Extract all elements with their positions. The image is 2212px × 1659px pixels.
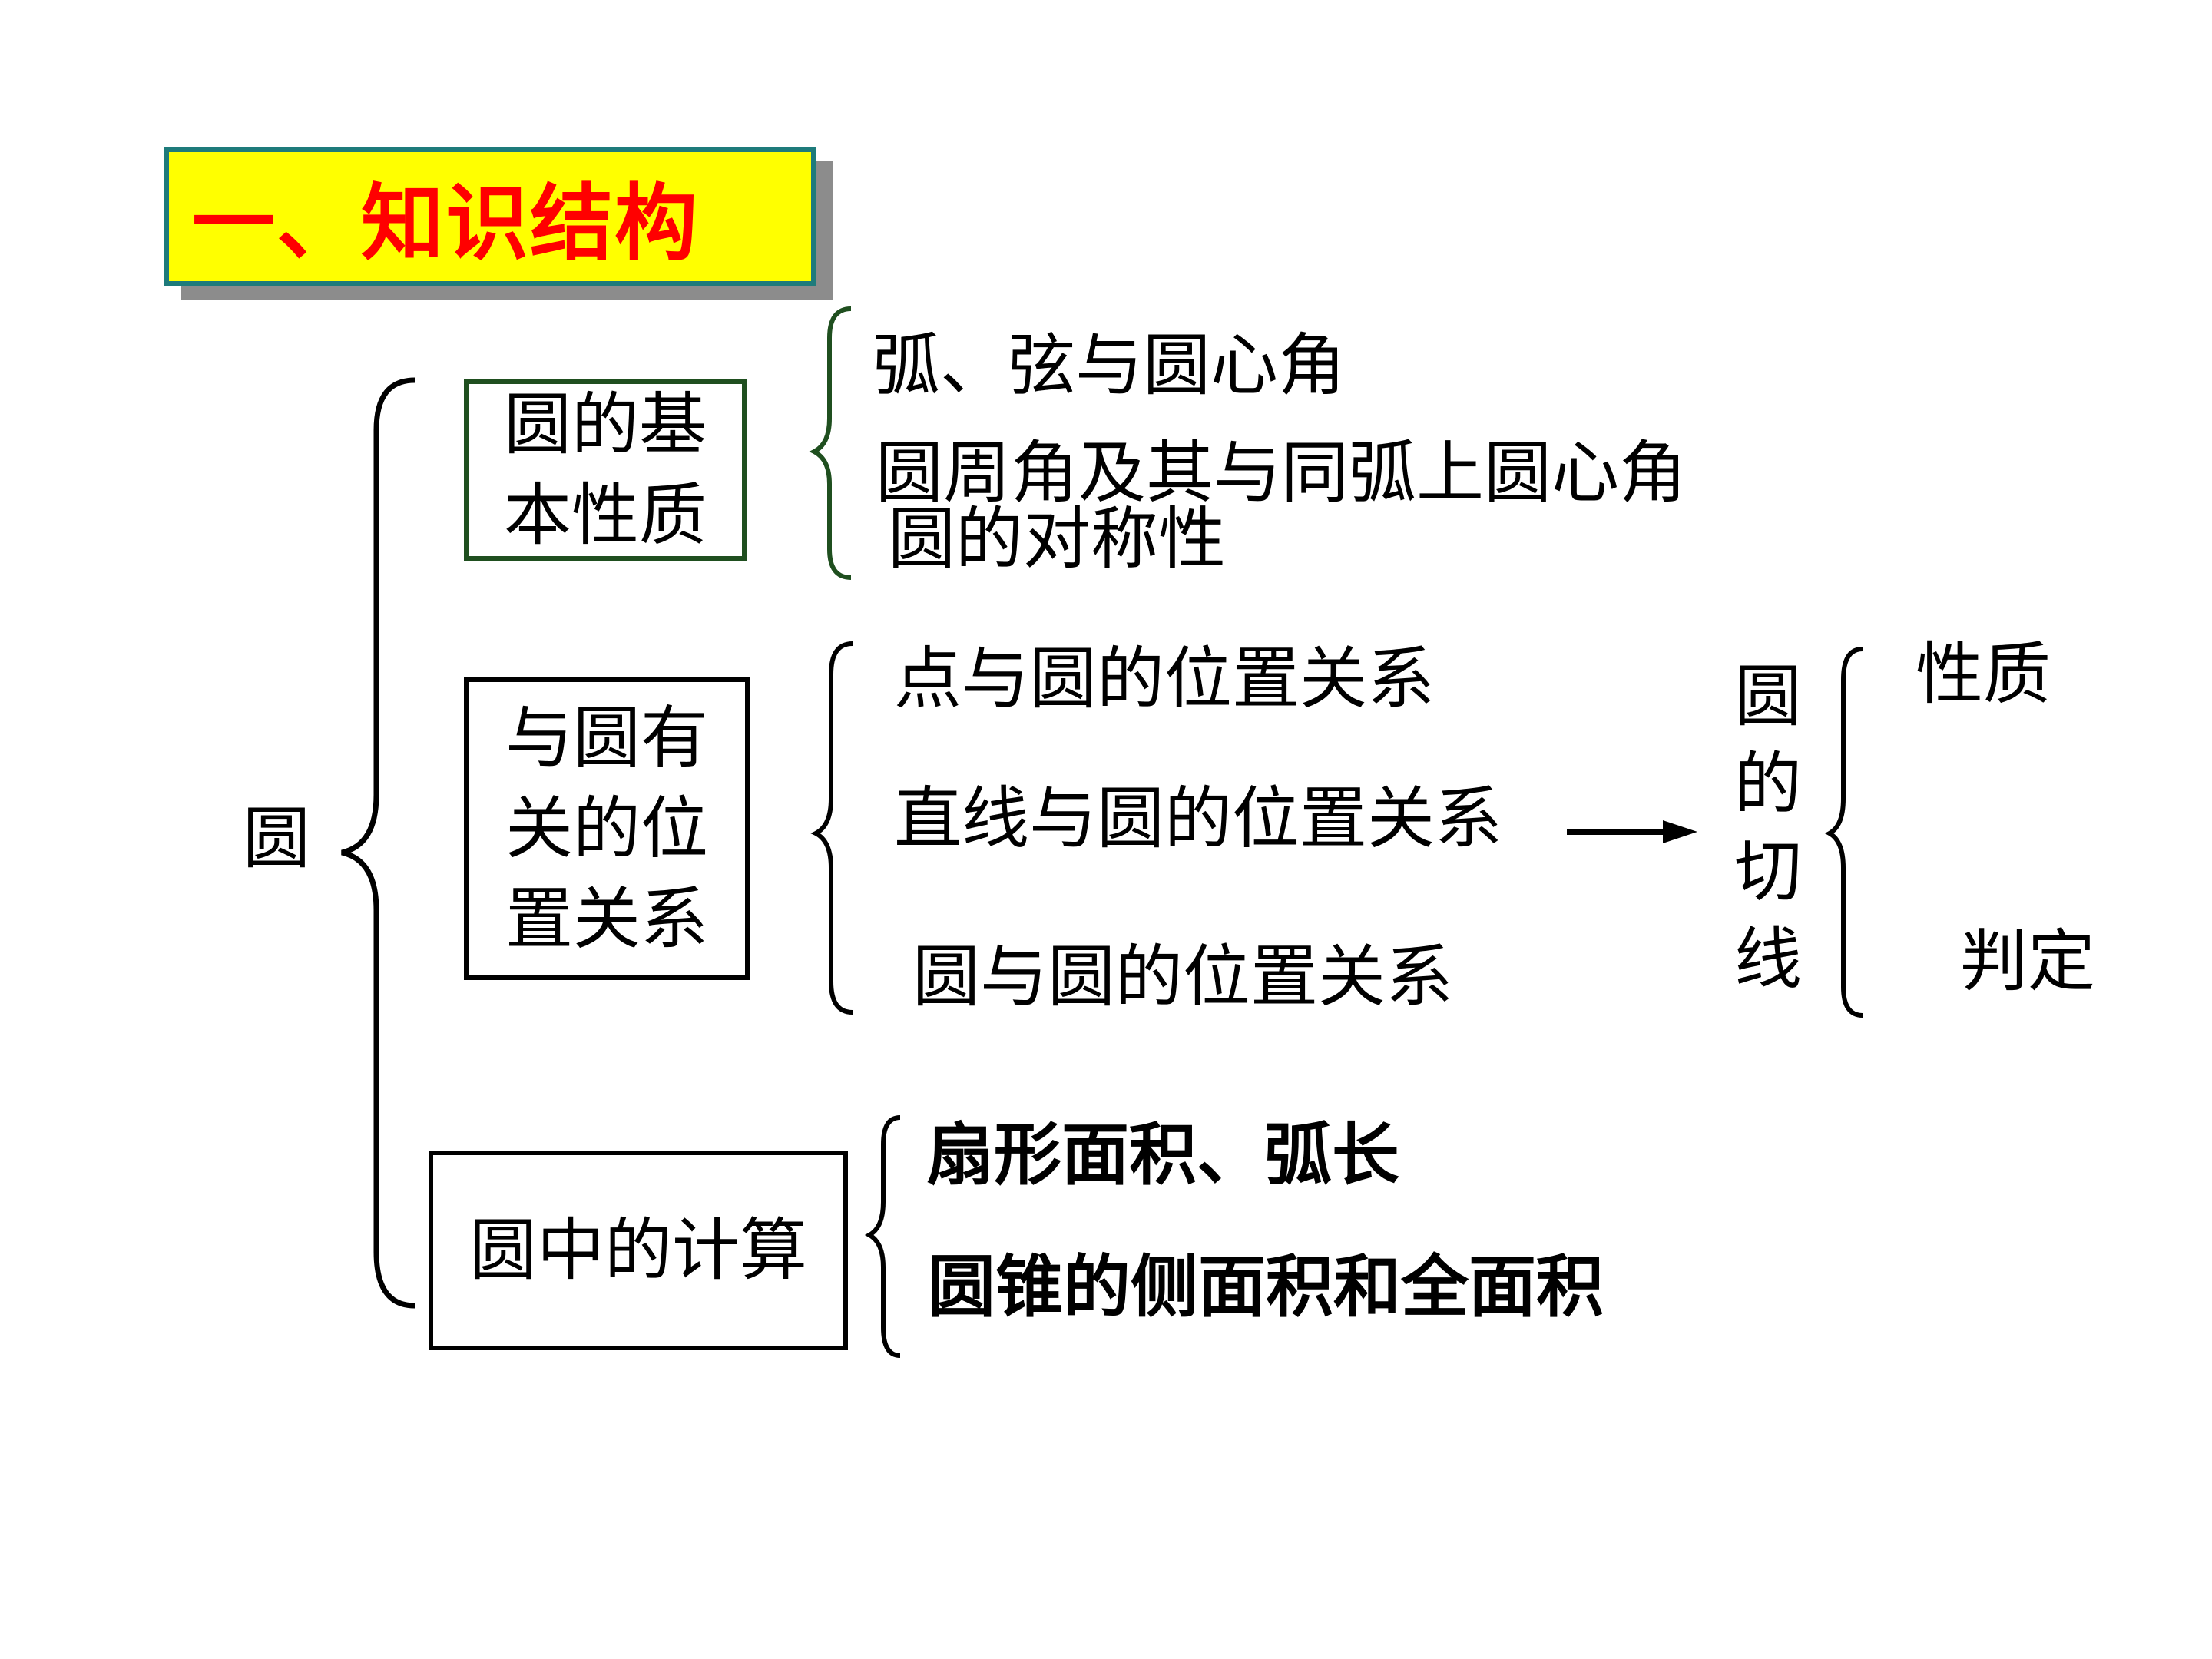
branch-calculation-label: 圆中的计算 bbox=[469, 1210, 807, 1290]
brace-position-relations bbox=[810, 641, 853, 1015]
branch-position-relations-box: 与圆有 关的位 置关系 bbox=[464, 677, 750, 980]
page-title: 一、知识结构 bbox=[192, 176, 700, 272]
item-symmetry: 圆的对称性 bbox=[888, 499, 1227, 578]
item-circle-circle: 圆与圆的位置关系 bbox=[912, 937, 1454, 1016]
tangent-label: 圆 的 切 线 bbox=[1730, 653, 1806, 1003]
tangent-property: 性质 bbox=[1916, 634, 2051, 714]
item-arc-chord-central-angle: 弧、弦与圆心角 bbox=[873, 326, 1346, 405]
brace-calculation bbox=[864, 1115, 901, 1358]
branch-basic-properties-label: 圆的基 本性质 bbox=[503, 385, 707, 555]
item-line-circle: 直线与圆的位置关系 bbox=[894, 779, 1503, 858]
root-brace bbox=[341, 377, 416, 1309]
title-box: 一、知识结构 bbox=[164, 147, 816, 286]
tangent-char-2: 的 bbox=[1734, 744, 1802, 823]
branch-calculation-box: 圆中的计算 bbox=[429, 1151, 848, 1350]
branch-position-relations-label: 与圆有 关的位 置关系 bbox=[505, 698, 708, 959]
tangent-char-4: 线 bbox=[1734, 919, 1802, 998]
tangent-criterion: 判定 bbox=[1960, 922, 2096, 1001]
tangent-char-1: 圆 bbox=[1734, 657, 1802, 736]
item-cone-area: 圆锥的侧面积和全面积 bbox=[928, 1247, 1604, 1326]
branch-basic-properties-box: 圆的基 本性质 bbox=[464, 379, 747, 561]
brace-tangent bbox=[1824, 647, 1863, 1018]
brace-basic-properties bbox=[809, 306, 852, 580]
root-label: 圆 bbox=[243, 799, 311, 878]
tangent-char-3: 切 bbox=[1734, 832, 1802, 911]
item-inscribed-angle: 圆周角及其与同弧上圆心角 bbox=[876, 433, 1687, 512]
item-point-circle: 点与圆的位置关系 bbox=[894, 639, 1435, 718]
item-sector-area: 扇形面积、弧长 bbox=[926, 1115, 1400, 1194]
arrow-head bbox=[1663, 820, 1697, 843]
